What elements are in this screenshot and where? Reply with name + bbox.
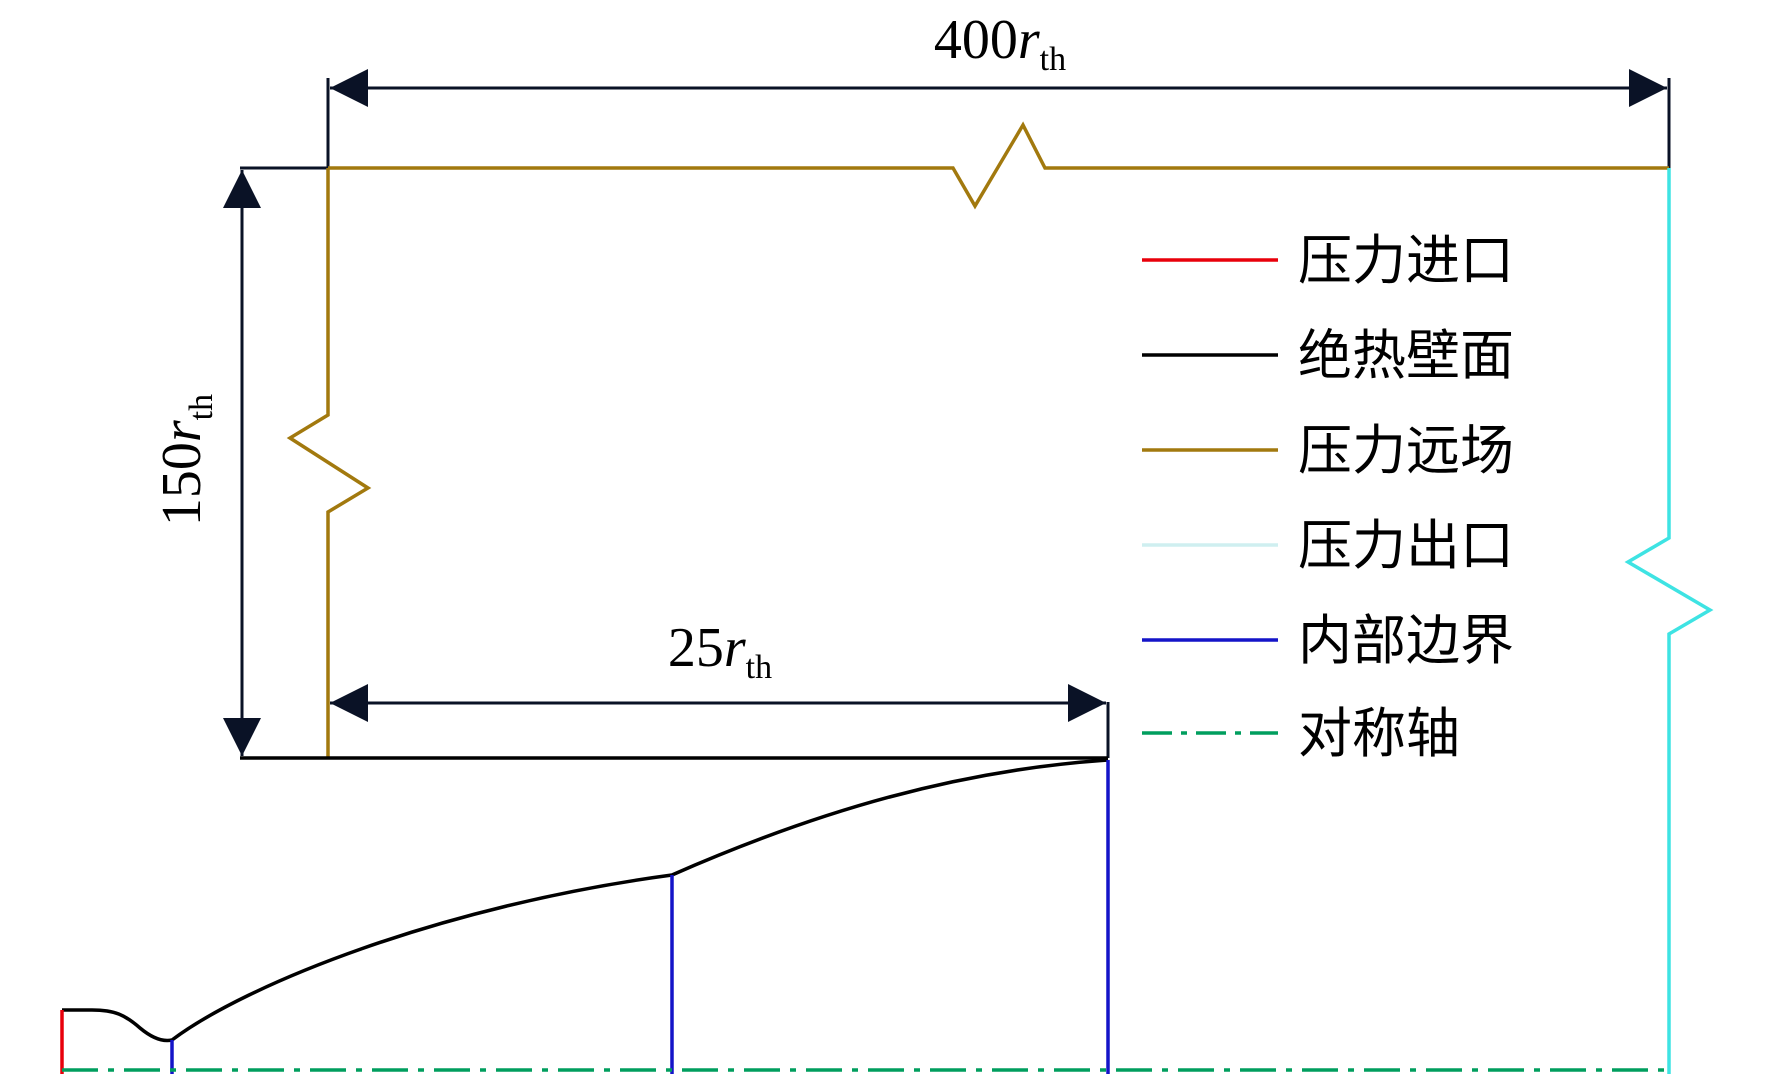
left-dimension-number: 150 xyxy=(151,442,213,526)
legend-label-pressure-inlet: 压力进口 xyxy=(1298,229,1514,292)
inner-dimension-subscript: th xyxy=(746,649,772,686)
legend-label-adiabatic-wall: 绝热壁面 xyxy=(1298,324,1514,387)
top-dimension-label: 400rth xyxy=(934,9,1066,78)
legend-item-pressure-outlet: 压力出口 xyxy=(1142,514,1514,577)
legend-item-pressure-inlet: 压力进口 xyxy=(1142,229,1514,292)
legend-item-pressure-far-field: 压力远场 xyxy=(1142,419,1514,482)
legend: 压力进口 绝热壁面 压力远场 压力出口 内部边界 对称轴 xyxy=(1142,229,1514,765)
legend-item-adiabatic-wall: 绝热壁面 xyxy=(1142,324,1514,387)
inner-dimension-number: 25 xyxy=(668,617,724,679)
legend-item-interior: 内部边界 xyxy=(1142,609,1514,672)
top-dimension-number: 400 xyxy=(934,9,1018,71)
left-dimension-subscript: th xyxy=(183,394,220,420)
far-field-left-boundary xyxy=(286,168,372,758)
left-dimension-variable: r xyxy=(151,420,213,442)
top-dimension-variable: r xyxy=(1018,9,1040,71)
legend-item-symmetry-axis: 对称轴 xyxy=(1142,702,1460,765)
inner-dimension-variable: r xyxy=(724,617,746,679)
legend-label-pressure-outlet: 压力出口 xyxy=(1298,514,1514,577)
top-dimension-subscript: th xyxy=(1040,41,1066,78)
nozzle-wall-contour xyxy=(62,758,1109,1043)
legend-label-symmetry-axis: 对称轴 xyxy=(1298,702,1460,765)
legend-label-interior: 内部边界 xyxy=(1298,609,1514,672)
outlet-right-boundary xyxy=(1624,168,1714,1074)
legend-label-pressure-far-field: 压力远场 xyxy=(1298,419,1514,482)
far-field-top-boundary xyxy=(328,121,1669,210)
inner-dimension-label: 25rth xyxy=(668,617,772,686)
left-dimension-label: 150rth xyxy=(151,394,220,526)
